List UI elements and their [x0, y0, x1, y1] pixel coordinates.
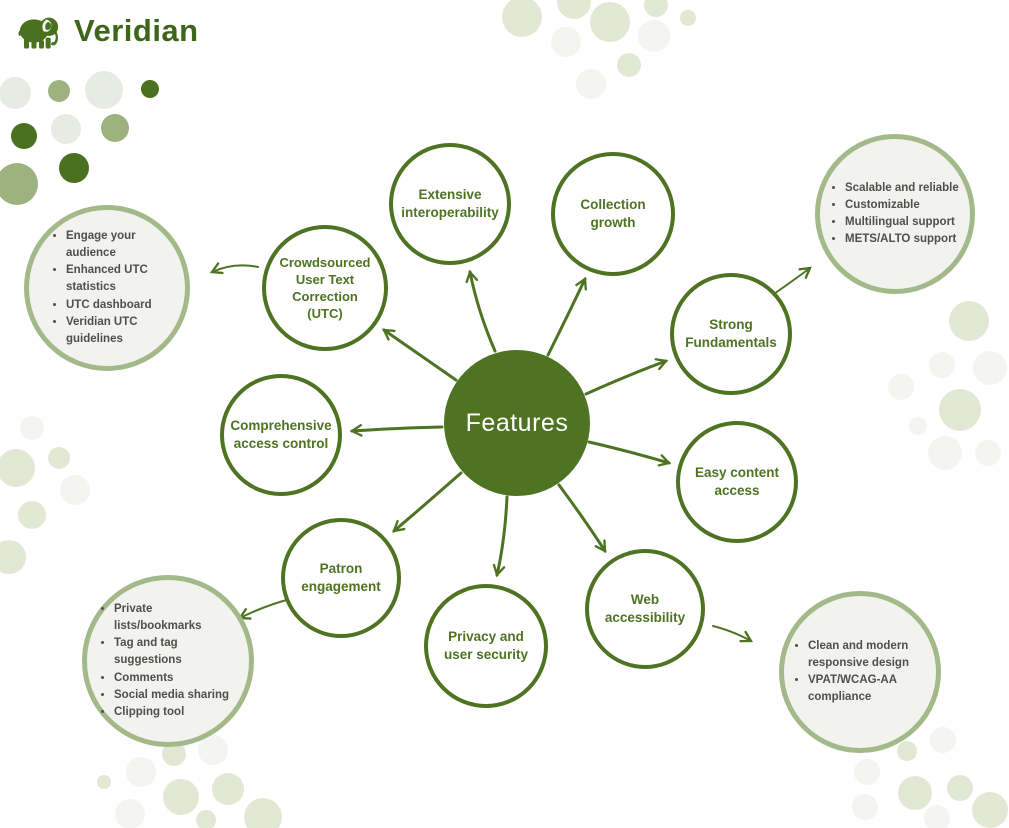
brand-logo: Veridian	[14, 10, 199, 52]
callout-accessibility-details: Clean and modern responsive designVPAT/W…	[779, 591, 941, 753]
node-label: Extensive interoperability	[401, 187, 499, 220]
node-label: Collection growth	[580, 197, 646, 230]
bullet-item: UTC dashboard	[66, 297, 165, 314]
brand-name: Veridian	[74, 13, 199, 48]
center-node-features: Features	[444, 350, 590, 496]
bullet-item: Scalable and reliable	[845, 180, 962, 197]
bullet-item: Private lists/bookmarks	[114, 601, 239, 636]
bullet-item: Engage your audience	[66, 228, 165, 263]
bullet-item: Enhanced UTC statistics	[66, 262, 165, 297]
center-node-label: Features	[465, 408, 569, 437]
dot-cluster-bottom-right	[852, 727, 1008, 828]
node-web-accessibility: Web accessibility	[585, 549, 705, 669]
bullet-item: METS/ALTO support	[845, 231, 962, 248]
node-patron-engagement: Patron engagement	[281, 518, 401, 638]
bullet-item: Social media sharing	[114, 687, 239, 704]
node-easy-content-access: Easy content access	[676, 421, 798, 543]
node-label: Patron engagement	[301, 561, 381, 594]
bullet-list: Scalable and reliableCustomizableMultili…	[828, 180, 962, 249]
node-extensive-interoperability: Extensive interoperability	[389, 143, 511, 265]
bullet-item: Clipping tool	[114, 704, 239, 721]
bullet-item: VPAT/WCAG-AA compliance	[808, 672, 929, 707]
node-label: Crowdsourced User Text Correction (UTC)	[279, 254, 371, 322]
node-comprehensive-access-control: Comprehensive access control	[220, 374, 342, 496]
bullet-list: Engage your audienceEnhanced UTC statist…	[49, 228, 165, 349]
dot-cluster-bottom-center	[97, 735, 282, 828]
node-label: Web accessibility	[604, 592, 686, 625]
dot-cluster-top-middle	[502, 0, 696, 99]
node-label: Privacy and user security	[443, 629, 529, 662]
node-privacy-user-security: Privacy and user security	[424, 584, 548, 708]
callout-patron-details: Private lists/bookmarksTag and tag sugge…	[82, 575, 254, 747]
bullet-item: Customizable	[845, 197, 962, 214]
callout-utc-details: Engage your audienceEnhanced UTC statist…	[24, 205, 190, 371]
bullet-item: Multilingual support	[845, 214, 962, 231]
bullet-item: Tag and tag suggestions	[114, 635, 239, 670]
node-label: Strong Fundamentals	[685, 317, 777, 350]
elephant-icon	[18, 17, 59, 49]
node-crowdsourced-utc: Crowdsourced User Text Correction (UTC)	[262, 225, 388, 351]
bullet-item: Clean and modern responsive design	[808, 638, 929, 673]
bullet-list: Clean and modern responsive designVPAT/W…	[791, 638, 929, 707]
dot-cluster-top-left	[0, 71, 159, 205]
node-label: Easy content access	[694, 465, 780, 498]
dot-cluster-left	[0, 416, 90, 574]
bullet-item: Veridian UTC guidelines	[66, 314, 165, 349]
bullet-item: Comments	[114, 670, 239, 687]
dot-cluster-right	[888, 301, 1007, 470]
node-label: Comprehensive access control	[230, 418, 332, 451]
node-strong-fundamentals: Strong Fundamentals	[670, 273, 792, 395]
bullet-list: Private lists/bookmarksTag and tag sugge…	[97, 601, 239, 722]
callout-fundamentals-details: Scalable and reliableCustomizableMultili…	[815, 134, 975, 294]
node-collection-growth: Collection growth	[551, 152, 675, 276]
